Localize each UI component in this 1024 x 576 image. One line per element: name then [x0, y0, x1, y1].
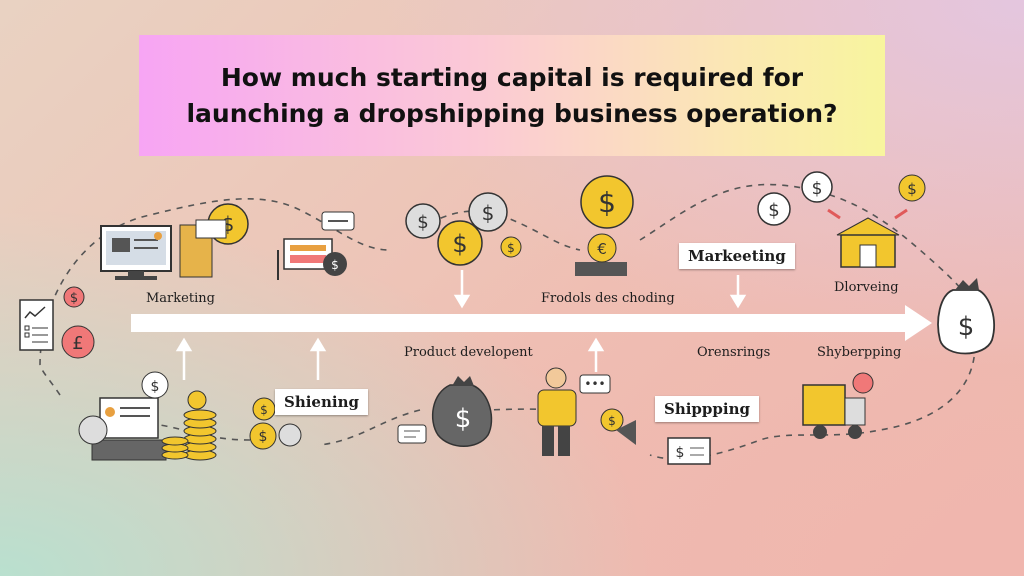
- cash-register-icon: €: [575, 233, 627, 276]
- credit-card-machine-icon: $: [277, 211, 355, 280]
- svg-text:$: $: [958, 312, 975, 342]
- svg-text:$: $: [417, 212, 428, 233]
- invoice-icon: $: [667, 437, 711, 465]
- svg-text:•••: •••: [584, 377, 605, 391]
- label-marketing: Marketing: [146, 291, 215, 306]
- label-frodols: Frodols des choding: [541, 291, 675, 306]
- label-marketing-box: Markeeting: [679, 243, 795, 269]
- svg-text:$: $: [768, 200, 779, 221]
- money-hand-icon: $: [179, 203, 249, 278]
- svg-text:$: $: [260, 403, 268, 417]
- title-banner: How much starting capital is required fo…: [139, 35, 885, 156]
- svg-text:$: $: [331, 258, 339, 272]
- label-oreninrings: Orensrings: [697, 345, 771, 360]
- label-product-development: Product developent: [404, 345, 533, 360]
- label-dlorveing: Dlorveing: [834, 280, 899, 295]
- dollar-coin-icon: $ $: [249, 397, 302, 450]
- dollar-coin-icon: $: [580, 175, 634, 229]
- checklist-icon: [19, 299, 54, 351]
- svg-text:$: $: [608, 414, 616, 428]
- truck-icon: [802, 372, 874, 439]
- main-arrow: [131, 305, 932, 341]
- package-box-icon: [827, 208, 908, 268]
- svg-text:$: $: [455, 404, 472, 434]
- svg-text:$: $: [676, 445, 685, 461]
- money-bag-icon: $: [431, 376, 493, 447]
- svg-text:€: €: [597, 240, 607, 258]
- laptop-icon: $: [78, 371, 169, 461]
- up-down-arrows: [175, 270, 747, 380]
- svg-text:$: $: [452, 230, 467, 258]
- label-shiening-box: Shiening: [275, 389, 368, 415]
- svg-text:$: $: [507, 241, 515, 255]
- dollar-coin-icon: $ £: [61, 286, 95, 359]
- computer-monitor-icon: [100, 225, 172, 280]
- speech-bubble-dollar-icon: $ $ $: [757, 171, 926, 226]
- svg-text:$: $: [70, 291, 78, 306]
- svg-text:$: $: [598, 186, 616, 219]
- label-shyberping: Shyberpping: [817, 345, 902, 360]
- svg-text:$: $: [259, 429, 268, 445]
- svg-text:£: £: [72, 333, 83, 354]
- chat-bubble-icon: [397, 424, 427, 444]
- coin-stack-icon: [161, 390, 217, 461]
- label-shipping-box: Shippping: [655, 396, 759, 422]
- svg-text:$: $: [482, 201, 495, 225]
- gears-dollar-icon: $ $ $ $: [405, 192, 522, 266]
- svg-text:$: $: [812, 179, 823, 199]
- person-icon: ••• $: [537, 367, 636, 456]
- page-title: How much starting capital is required fo…: [186, 62, 838, 128]
- svg-text:$: $: [151, 379, 160, 395]
- money-bag-icon: $: [937, 278, 995, 355]
- svg-text:$: $: [907, 180, 917, 198]
